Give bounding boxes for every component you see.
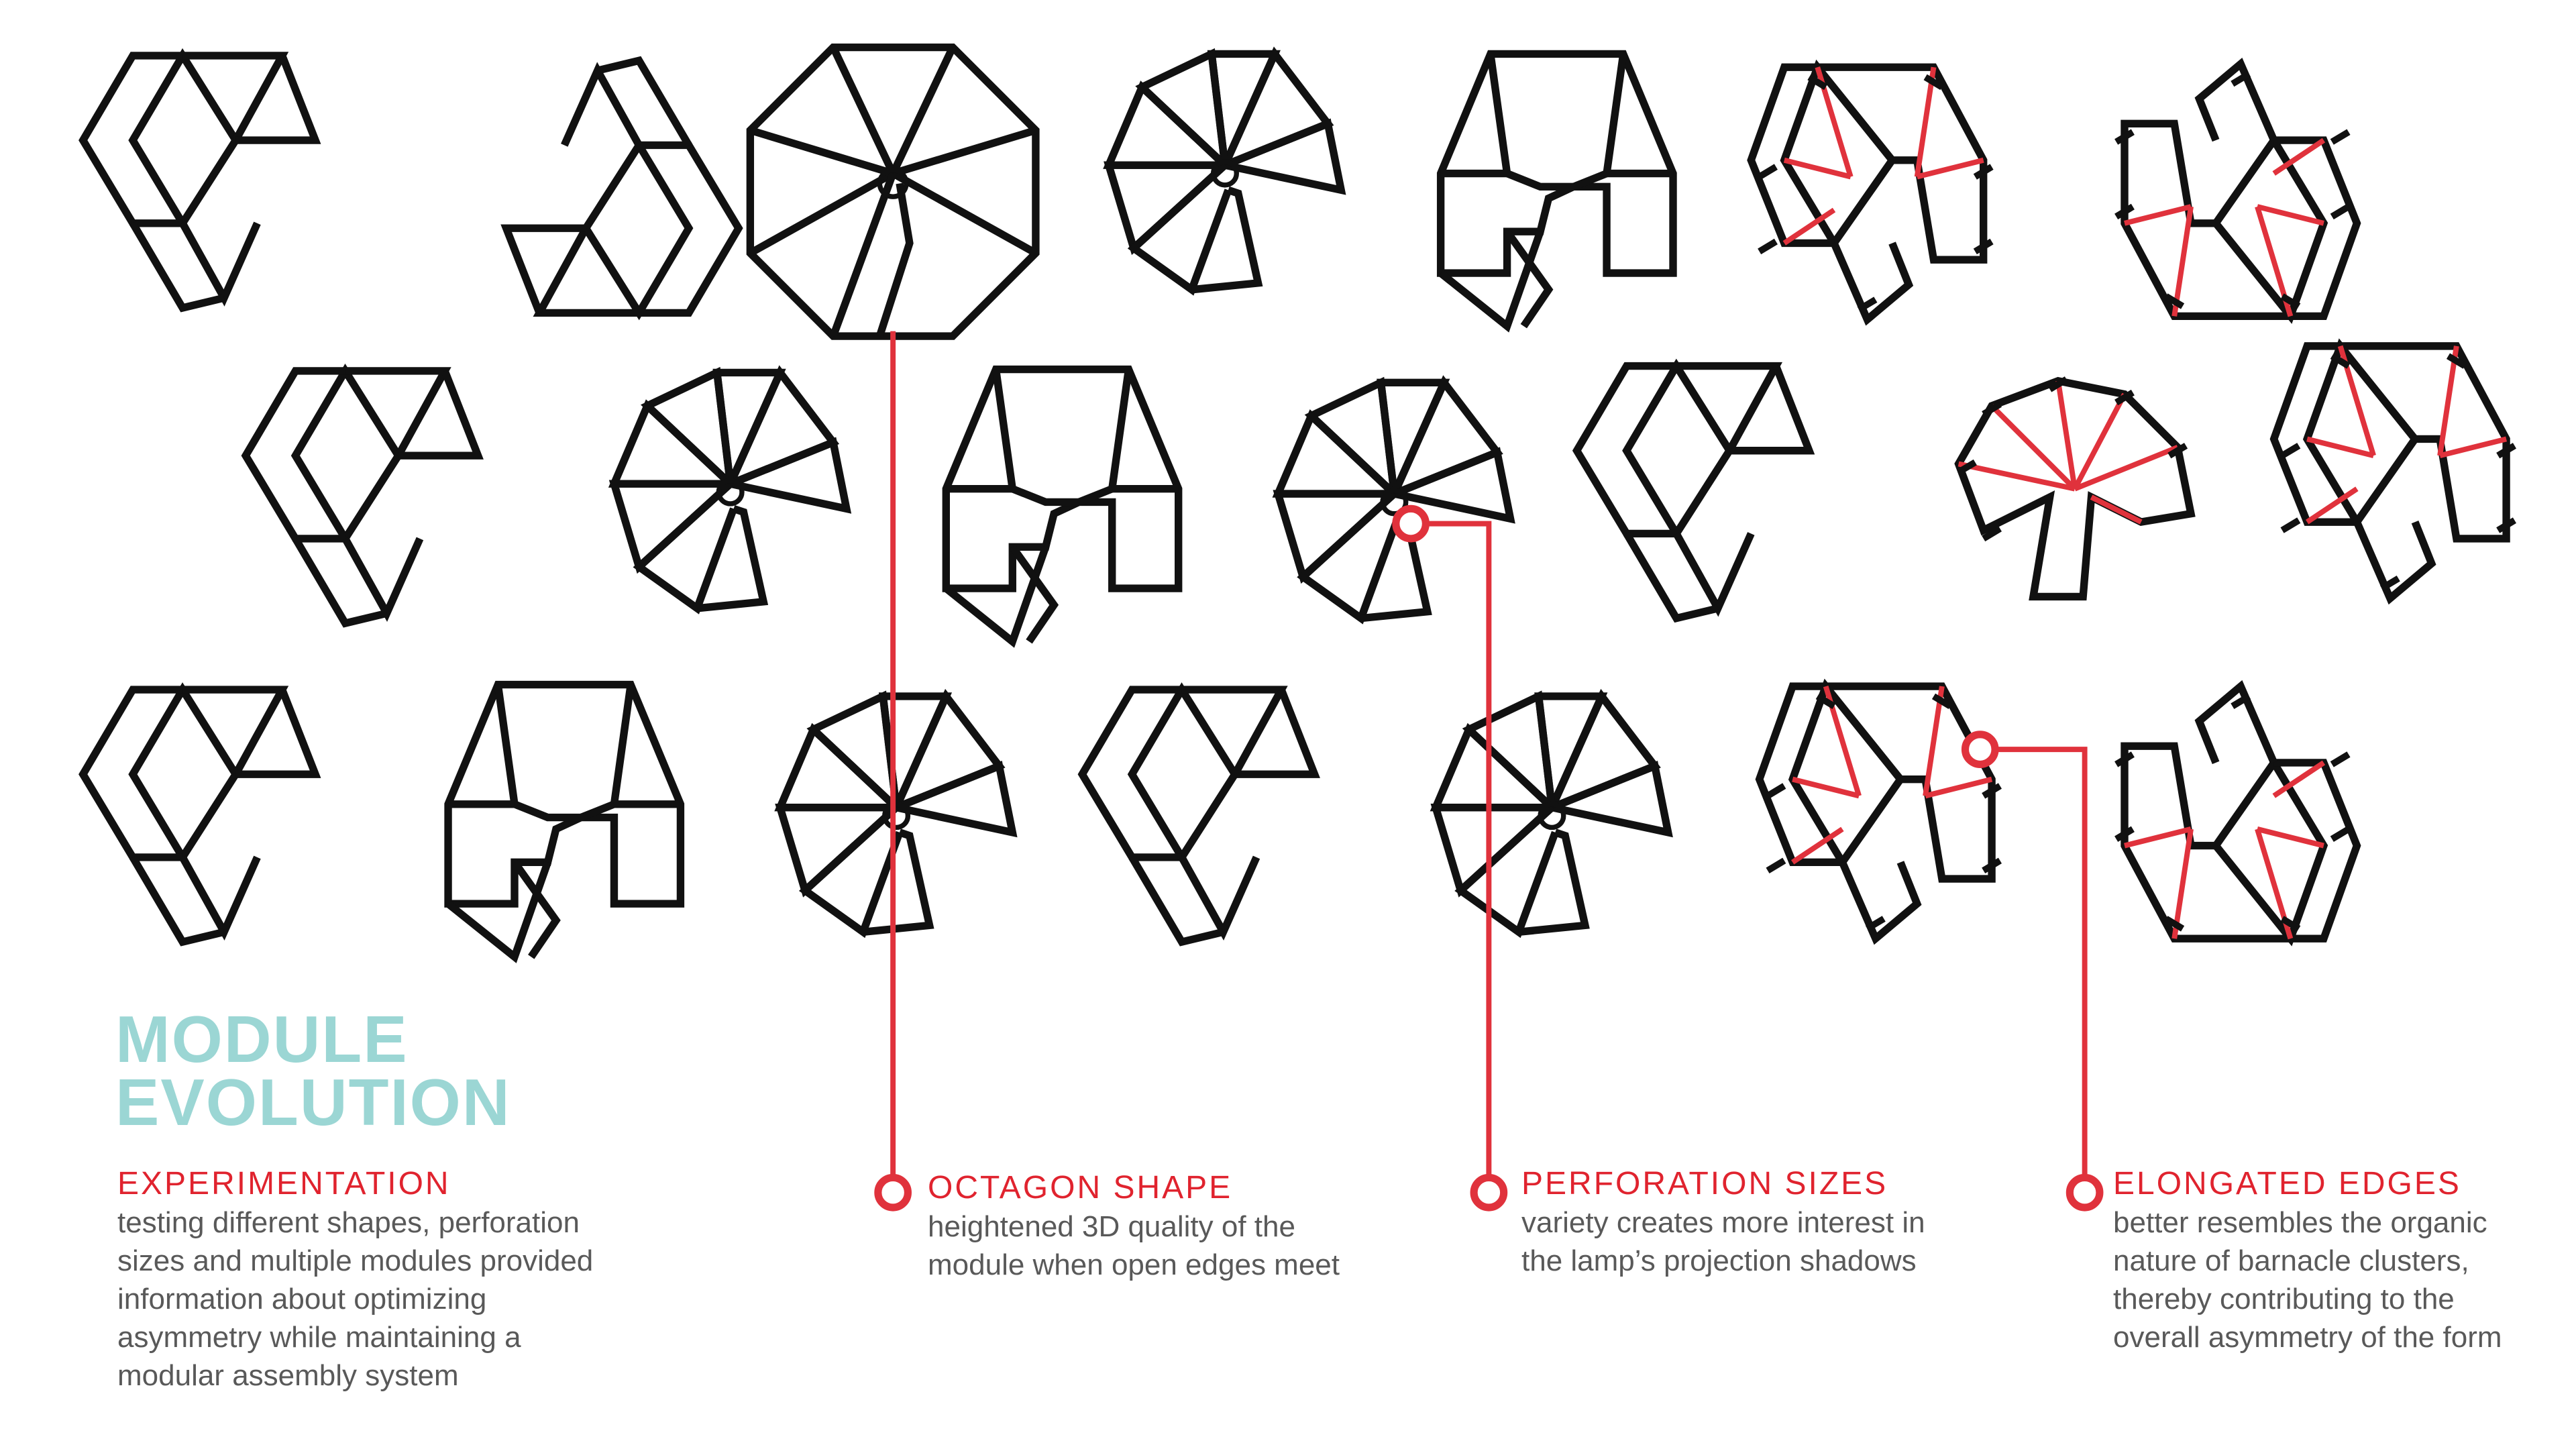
section-perforation-sizes: PERFORATION SIZES variety creates more i…	[1521, 1165, 2072, 1280]
section-experimentation: EXPERIMENTATION testing different shapes…	[117, 1165, 721, 1395]
title-line-2: EVOLUTION	[115, 1065, 511, 1139]
section-heading: EXPERIMENTATION	[117, 1166, 451, 1201]
page-title: MODULE EVOLUTION	[115, 1002, 511, 1139]
section-heading: PERFORATION SIZES	[1521, 1166, 1888, 1201]
section-elongated-edges: ELONGATED EDGES better resembles the org…	[2113, 1165, 2576, 1356]
section-body: heightened 3D quality of the module when…	[928, 1210, 1340, 1281]
section-body: variety creates more interest in the lam…	[1521, 1206, 1925, 1277]
section-octagon-shape: OCTAGON SHAPE heightened 3D quality of t…	[928, 1169, 1478, 1284]
section-heading: OCTAGON SHAPE	[928, 1170, 1233, 1205]
title-line-1: MODULE	[115, 1002, 409, 1076]
section-body: testing different shapes, perforation si…	[117, 1206, 594, 1392]
section-heading: ELONGATED EDGES	[2113, 1166, 2461, 1201]
section-body: better resembles the organic nature of b…	[2113, 1206, 2502, 1354]
